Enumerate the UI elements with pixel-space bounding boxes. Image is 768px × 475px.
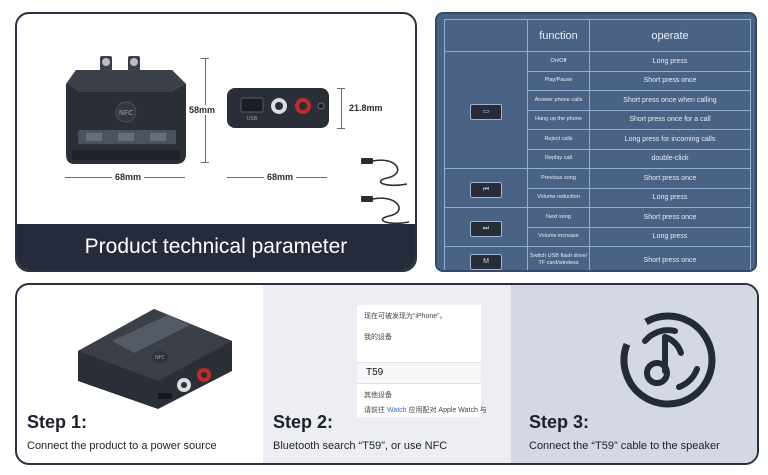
function-cell: Answer phone calls (527, 90, 590, 111)
step1-desc: Connect the product to a power source (27, 440, 217, 452)
device-list-item-t59[interactable]: T59 (357, 362, 481, 384)
function-cell: Switch USB flash drive/ TF card/wireless (527, 246, 590, 270)
table-row: Volume reduction Long press (445, 187, 751, 208)
phone-bluetooth-screen: 现在可被发现为“iPhone”。 我的设备 T59 其他设备 请前往 Watch… (357, 305, 487, 417)
table-header-blank (444, 19, 528, 52)
table-row: M Switch USB flash drive/ TF card/wirele… (444, 246, 751, 270)
cable-image (361, 158, 410, 225)
operate-cell: Long press for incoming calls (589, 129, 751, 150)
function-cell: Next song (527, 207, 590, 228)
device-back-image: USB (227, 88, 329, 128)
device-front-image: NFC (66, 56, 186, 164)
function-cell: Volume reduction (527, 187, 590, 208)
step3-background (511, 285, 757, 463)
step3-title: Step 3: (529, 412, 590, 432)
table-row: Hang up the phone Short press once for a… (445, 109, 751, 130)
svg-text:NFC: NFC (119, 109, 133, 117)
function-table: function operate ▭ On/Off Long press Pla… (444, 19, 751, 270)
operate-cell: Long press (589, 226, 751, 247)
product-parameter-panel: NFC 58mm 68mm USB 21.8mm 68mm Product te… (15, 12, 417, 272)
function-cell: Play/Pause (527, 70, 590, 91)
front-width-dimension-label: 68mm (112, 172, 145, 182)
step3-desc: Connect the “T59” cable to the speaker (529, 440, 720, 452)
operate-cell: Short press once (589, 207, 751, 228)
function-cell: Reject calls (527, 129, 590, 150)
music-disc-icon (620, 312, 716, 408)
table-row: ▭ On/Off Long press (444, 51, 751, 169)
step1-title: Step 1: (27, 412, 88, 432)
table-header-row: function operate (444, 19, 751, 52)
pair-prefix: 请前往 (364, 407, 385, 414)
watch-link[interactable]: Watch (386, 407, 407, 414)
dimension-tick (337, 128, 345, 129)
operate-cell: Short press once (589, 246, 751, 270)
operate-cell: Short press once (589, 168, 751, 189)
pair-watch-text: 请前往 Watch 应用配对 Apple Watch 与 (364, 405, 487, 415)
mode-icon: M (470, 254, 502, 270)
previous-icon: ⏮ (470, 182, 502, 198)
operate-cell: Long press (589, 187, 751, 208)
operate-cell: Short press once (589, 70, 751, 91)
table-header-function: function (527, 19, 590, 52)
table-row: Volume increase Long press (445, 226, 751, 247)
table-header-operate: operate (589, 19, 751, 52)
device-name: T59 (366, 367, 384, 378)
table-row: ⏮ Previous song Short press once (444, 168, 751, 208)
operate-cell: double-click (589, 148, 751, 169)
play-pause-icon: ▭ (470, 104, 502, 120)
svg-text:NFC: NFC (155, 355, 166, 361)
function-table-panel: function operate ▭ On/Off Long press Pla… (435, 12, 757, 272)
function-cell: Volume increase (527, 226, 590, 247)
function-cell: Replay call (527, 148, 590, 169)
button-cell: M (444, 246, 528, 270)
steps-panel: NFC 现在可被发现为“iPhone”。 我的设备 T59 其他设备 请前往 W… (15, 283, 759, 465)
step2-desc: Bluetooth search “T59”, or use NFC (273, 440, 448, 452)
other-devices-header: 其他设备 (364, 392, 392, 399)
operate-cell: Short press once for a call (589, 109, 751, 130)
discoverable-text: 现在可被发现为“iPhone”。 (364, 313, 447, 320)
table-row: ⏭ Next song Short press once (444, 207, 751, 247)
dimension-tick (201, 58, 209, 59)
dimension-tick (201, 162, 209, 163)
function-cell: Hang up the phone (527, 109, 590, 130)
dimension-tick (337, 88, 345, 89)
svg-text:USB: USB (247, 116, 258, 122)
next-icon: ⏭ (470, 221, 502, 237)
function-cell: Previous song (527, 168, 590, 189)
device-angle-image: NFC (78, 309, 232, 409)
product-parameter-banner: Product technical parameter (17, 224, 415, 270)
depth-dimension-label: 21.8mm (349, 103, 383, 113)
step2-title: Step 2: (273, 412, 334, 432)
table-row: Reject calls Long press for incoming cal… (445, 129, 751, 150)
depth-dimension-line (341, 88, 342, 128)
button-cell: ⏭ (444, 207, 528, 247)
button-cell: ⏮ (444, 168, 528, 208)
operate-cell: Long press (589, 51, 751, 72)
height-dimension-label: 58mm (189, 105, 216, 115)
button-cell: ▭ (444, 51, 528, 169)
operate-cell: Short press once when calling (589, 90, 751, 111)
my-devices-header: 我的设备 (364, 334, 392, 341)
function-cell: On/Off (527, 51, 590, 72)
back-width-dimension-label: 68mm (264, 172, 297, 182)
pair-suffix: 应用配对 Apple Watch 与 (408, 407, 487, 414)
